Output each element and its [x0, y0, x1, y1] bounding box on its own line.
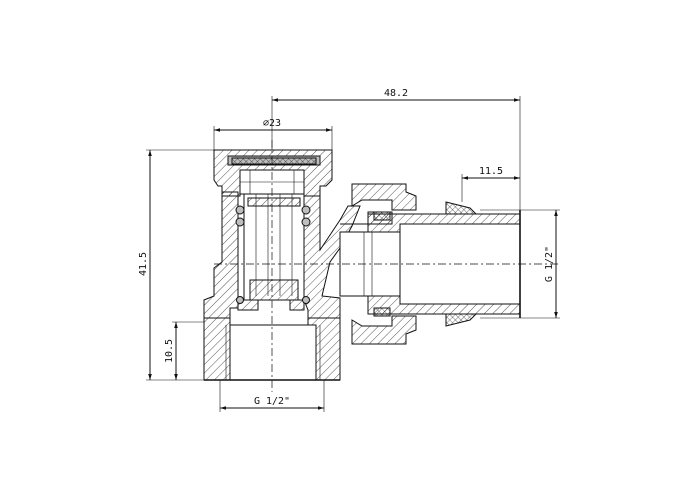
dim-bottom-height: 10.5	[164, 339, 175, 363]
dimension-lines	[146, 96, 560, 412]
dim-overall-height: 41.5	[138, 252, 149, 276]
dim-bottom-thread: G 1/2"	[254, 396, 290, 407]
dim-side-thread: G 1/2"	[544, 246, 555, 282]
dim-overall-length: 48.2	[384, 88, 408, 99]
valve-body	[203, 191, 361, 381]
center-lines	[214, 140, 560, 392]
dim-thread-length: 11.5	[479, 166, 503, 177]
spindle	[235, 193, 311, 304]
bonnet-cap	[213, 149, 333, 197]
dim-cap-diameter: ⌀23	[263, 118, 281, 129]
